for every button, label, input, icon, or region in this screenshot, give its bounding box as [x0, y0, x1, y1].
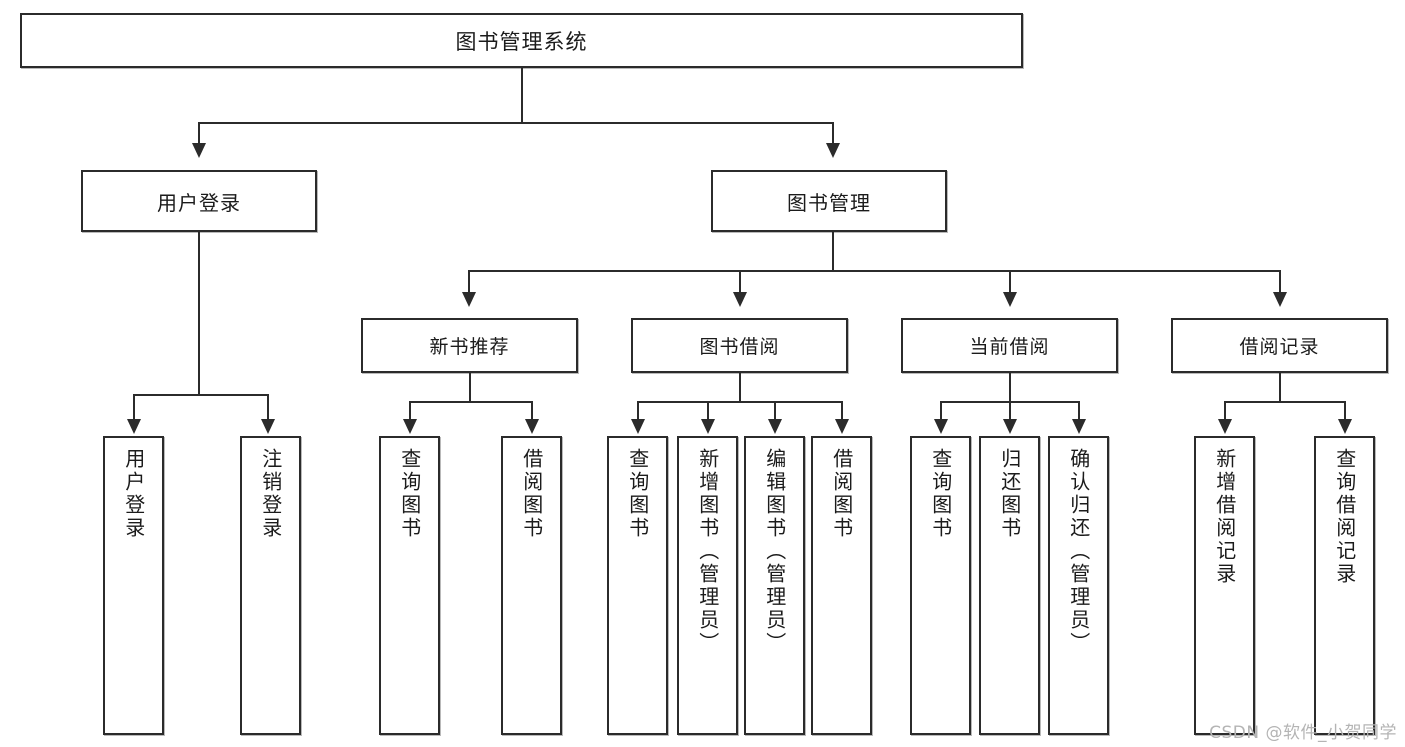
arrow-to-leaf-confirm-return	[1072, 419, 1086, 434]
connector-root-drop-1	[198, 122, 200, 145]
connector-book-manage-stem	[832, 232, 834, 271]
leaf-add-borrow-record[interactable]: 新增借阅记录	[1194, 436, 1255, 735]
leaf-label: 查询图书	[625, 448, 650, 540]
leaf-label: 借阅图书	[519, 448, 544, 540]
connector-user-login-bus	[133, 394, 269, 396]
leaf-query-book-borrow[interactable]: 查询图书	[607, 436, 668, 735]
watermark-text: CSDN @软件_小贺同学	[1209, 723, 1397, 743]
arrow-to-user-login	[192, 143, 206, 158]
node-borrow-record[interactable]: 借阅记录	[1171, 318, 1388, 373]
connector-nbr-bus	[409, 401, 533, 403]
connector-cb-drop-3	[1078, 401, 1080, 421]
connector-br-stem	[1279, 373, 1281, 402]
arrow-to-current-borrow	[1003, 292, 1017, 307]
connector-bb-drop-2	[707, 401, 709, 421]
leaf-label: 注销登录	[258, 448, 283, 540]
arrow-to-leaf-query-book-2	[631, 419, 645, 434]
node-book-manage[interactable]: 图书管理	[711, 170, 947, 232]
connector-bm-drop-2	[739, 270, 741, 294]
connector-cb-drop-1	[940, 401, 942, 421]
connector-br-drop-1	[1224, 401, 1226, 421]
leaf-label: 新增图书（管理员）	[695, 448, 720, 655]
connector-bb-drop-3	[774, 401, 776, 421]
arrow-to-book-manage	[826, 143, 840, 158]
connector-cb-stem	[1009, 373, 1011, 402]
leaf-confirm-return-admin[interactable]: 确认归还（管理员）	[1048, 436, 1109, 735]
leaf-label: 用户登录	[121, 448, 146, 540]
arrow-to-leaf-query-record	[1338, 419, 1352, 434]
connector-nbr-drop-2	[531, 401, 533, 421]
arrow-to-leaf-add-record	[1218, 419, 1232, 434]
node-book-borrow[interactable]: 图书借阅	[631, 318, 848, 373]
arrow-to-leaf-add-book	[701, 419, 715, 434]
connector-book-manage-bus	[468, 270, 1280, 272]
leaf-user-login[interactable]: 用户登录	[103, 436, 164, 735]
leaf-return-book[interactable]: 归还图书	[979, 436, 1040, 735]
arrow-to-leaf-query-book-3	[934, 419, 948, 434]
leaf-label: 查询借阅记录	[1332, 448, 1357, 586]
connector-root-drop-2	[832, 122, 834, 145]
arrow-to-leaf-query-book-1	[403, 419, 417, 434]
leaf-label: 查询图书	[397, 448, 422, 540]
leaf-add-book-admin[interactable]: 新增图书（管理员）	[677, 436, 738, 735]
leaf-label: 归还图书	[997, 448, 1022, 540]
arrow-to-leaf-borrow-book-1	[525, 419, 539, 434]
node-label: 新书推荐	[429, 336, 510, 358]
node-label: 图书管理	[787, 190, 871, 215]
connector-user-login-drop-2	[267, 394, 269, 421]
arrow-to-book-borrow	[733, 292, 747, 307]
leaf-label: 借阅图书	[829, 448, 854, 540]
arrow-to-leaf-return-book	[1003, 419, 1017, 434]
connector-br-drop-2	[1344, 401, 1346, 421]
node-label: 图书管理系统	[455, 29, 588, 54]
node-label: 图书借阅	[699, 336, 780, 358]
connector-bm-drop-4	[1279, 270, 1281, 294]
leaf-logout[interactable]: 注销登录	[240, 436, 301, 735]
connector-bb-drop-4	[841, 401, 843, 421]
arrow-to-leaf-borrow-book-2	[835, 419, 849, 434]
arrow-to-leaf-logout	[261, 419, 275, 434]
connector-nbr-drop-1	[409, 401, 411, 421]
node-label: 用户登录	[157, 190, 241, 215]
connector-user-login-drop-1	[133, 394, 135, 421]
node-user-login[interactable]: 用户登录	[81, 170, 317, 232]
connector-bb-stem	[739, 373, 741, 402]
connector-user-login-stem	[198, 232, 200, 395]
leaf-query-borrow-record[interactable]: 查询借阅记录	[1314, 436, 1375, 735]
connector-bm-drop-3	[1009, 270, 1011, 294]
connector-br-bus	[1224, 401, 1346, 403]
leaf-borrow-book-recommend[interactable]: 借阅图书	[501, 436, 562, 735]
arrow-to-new-book-recommend	[462, 292, 476, 307]
connector-root-bus	[198, 122, 834, 124]
leaf-query-book-recommend[interactable]: 查询图书	[379, 436, 440, 735]
node-new-book-recommend[interactable]: 新书推荐	[361, 318, 578, 373]
connector-root-stem	[521, 68, 523, 123]
leaf-query-book-current[interactable]: 查询图书	[910, 436, 971, 735]
leaf-label: 新增借阅记录	[1212, 448, 1237, 586]
connector-cb-drop-2	[1009, 401, 1011, 421]
node-label: 借阅记录	[1239, 336, 1320, 358]
node-label: 当前借阅	[969, 336, 1050, 358]
leaf-edit-book-admin[interactable]: 编辑图书（管理员）	[744, 436, 805, 735]
connector-bb-drop-1	[637, 401, 639, 421]
arrow-to-leaf-edit-book	[768, 419, 782, 434]
connector-bb-bus	[637, 401, 843, 403]
leaf-label: 确认归还（管理员）	[1066, 448, 1091, 655]
leaf-label: 查询图书	[928, 448, 953, 540]
leaf-borrow-book[interactable]: 借阅图书	[811, 436, 872, 735]
node-current-borrow[interactable]: 当前借阅	[901, 318, 1118, 373]
connector-nbr-stem	[469, 373, 471, 402]
node-root-system[interactable]: 图书管理系统	[20, 13, 1023, 68]
leaf-label: 编辑图书（管理员）	[762, 448, 787, 655]
connector-bm-drop-1	[468, 270, 470, 294]
arrow-to-leaf-user-login	[127, 419, 141, 434]
arrow-to-borrow-record	[1273, 292, 1287, 307]
